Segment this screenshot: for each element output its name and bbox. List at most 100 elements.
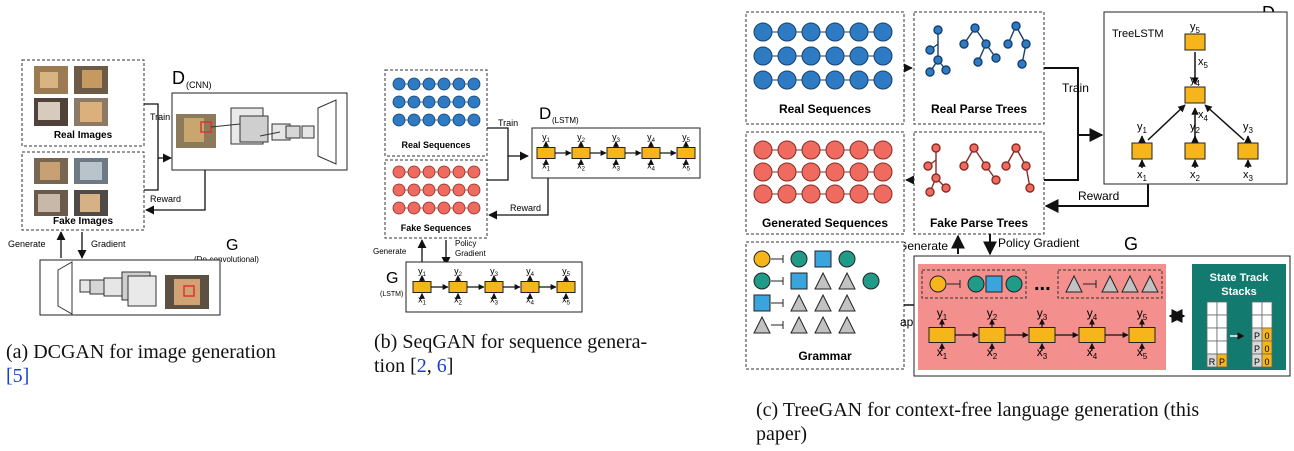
lstm-input-label: x1 xyxy=(937,345,948,361)
train-join-b xyxy=(487,156,509,181)
lstm-output-label: y1 xyxy=(418,266,427,278)
train-join-c xyxy=(1044,135,1079,181)
tree-y3: y3 xyxy=(1243,121,1254,135)
lstm-output-label: y2 xyxy=(577,132,586,144)
caption-c-text: (c) TreeGAN for context-free language ge… xyxy=(756,399,1200,421)
rule-box-1 xyxy=(921,269,1027,299)
caption-b-sep: , xyxy=(426,355,437,377)
stack-right-p2: P xyxy=(1254,344,1260,354)
real-tree-graphic xyxy=(925,21,1031,77)
lstm-cell xyxy=(536,147,556,159)
lstm-input-label: x2 xyxy=(987,345,998,361)
lstm-output-label: y5 xyxy=(562,266,571,278)
train-arrow-b xyxy=(487,127,529,161)
deconv-graphic xyxy=(57,261,209,315)
tree-y1: y1 xyxy=(1137,121,1148,135)
lstm-output-label: y1 xyxy=(542,132,551,144)
lstm-input-label: x4 xyxy=(1087,345,1098,361)
lstm-cell xyxy=(676,147,696,159)
fake-images-label: Fake Images xyxy=(53,216,113,227)
stack-cell-p-left: P xyxy=(1219,357,1225,367)
tree-x3: x3 xyxy=(1243,169,1254,183)
lstm-output-label: y5 xyxy=(682,132,691,144)
stack-right-p3: P xyxy=(1254,357,1260,367)
lstm-output-label: y4 xyxy=(1087,306,1098,322)
generate-label-a: Generate xyxy=(8,239,46,249)
lstm-cell xyxy=(556,281,576,293)
generated-sequences-label: Generated Sequences xyxy=(762,216,888,230)
generate-label-c: Generate xyxy=(898,239,948,253)
fake-sequences-label-b: Fake Sequences xyxy=(401,223,472,233)
tree-x5: x5 xyxy=(1198,56,1209,70)
grammar-rules xyxy=(753,250,880,334)
stack-cell-r: R xyxy=(1209,357,1216,367)
panel-b: Real Sequences Fake Sequences D (LSTM) T… xyxy=(373,69,579,298)
g-label-a: G xyxy=(226,237,238,254)
lstm-cell xyxy=(484,281,504,293)
stack-right-p1: P xyxy=(1254,331,1260,341)
g-sub-b: (LSTM) xyxy=(380,291,403,298)
stack-right-0-2: 0 xyxy=(1264,344,1269,354)
lstm-input-label: x5 xyxy=(1137,345,1148,361)
fake-tree-graphic xyxy=(923,143,1035,197)
lstm-input-label: x4 xyxy=(647,160,656,172)
real-seq-dots-c xyxy=(753,22,893,90)
reward-arrow-a xyxy=(145,170,206,215)
lstm-cell xyxy=(1028,327,1056,343)
d-label-b: D xyxy=(539,104,551,123)
generate-label-b: Generate xyxy=(373,247,407,256)
d-sub: (CNN) xyxy=(186,80,212,90)
lstm-input-label: x1 xyxy=(542,160,551,172)
stacks-label: Stacks xyxy=(1221,286,1256,298)
reward-arrow-c xyxy=(1044,184,1149,213)
caption-b: (b) SeqGAN for sequence genera- tion [2,… xyxy=(374,330,647,378)
rule-2-shapes xyxy=(1065,274,1159,293)
lstm-input-label: x5 xyxy=(562,294,571,306)
gradient-label-a: Gradient xyxy=(91,239,126,249)
g-label-b: G xyxy=(386,270,398,287)
train-arrow-c xyxy=(1044,67,1104,142)
reward-label-c: Reward xyxy=(1078,189,1119,203)
lstm-output-label: y3 xyxy=(612,132,621,144)
d-sub-b: (LSTM) xyxy=(552,116,579,125)
real-sequences-label-b: Real Sequences xyxy=(401,140,470,150)
treelstm-cells xyxy=(1131,33,1259,160)
grammar-label: Grammar xyxy=(798,349,852,363)
train-arrow-a-bottom xyxy=(144,158,159,191)
lstm-input-label: x3 xyxy=(612,160,621,172)
lstm-cell xyxy=(571,147,591,159)
lstm-output-label: y2 xyxy=(987,306,998,322)
reward-arrow-b xyxy=(488,178,549,220)
train-arrow-a-top xyxy=(144,103,172,163)
lstm-output-label: y3 xyxy=(1037,306,1048,322)
gradient-label-b: Gradient xyxy=(455,249,486,258)
caption-b-text: (b) SeqGAN for sequence genera- xyxy=(374,331,648,353)
d-label: D xyxy=(172,68,185,88)
stack-right-0-1: 0 xyxy=(1264,331,1269,341)
tree-y4: y4 xyxy=(1190,74,1201,88)
rule-box-2 xyxy=(1057,269,1163,299)
stack-right-0-3: 0 xyxy=(1264,357,1269,367)
real-trees-label: Real Parse Trees xyxy=(931,102,1027,116)
reward-label-a: Reward xyxy=(150,194,181,204)
caption-b-text2: tion [ xyxy=(374,355,417,377)
lstm-input-label: x2 xyxy=(577,160,586,172)
rule-1-shapes xyxy=(929,275,1023,293)
lstm-cell xyxy=(520,281,540,293)
caption-c-text2: paper) xyxy=(756,423,808,445)
train-label-c: Train xyxy=(1062,81,1089,95)
lstm-cell xyxy=(1128,327,1156,343)
generator-lstm-area xyxy=(918,264,1166,370)
fake-trees-label: Fake Parse Trees xyxy=(930,216,1028,230)
lstm-input-label: x2 xyxy=(454,294,463,306)
fake-image-thumbs xyxy=(34,158,108,216)
tree-x4: x4 xyxy=(1198,109,1209,123)
lstm-output-label: y1 xyxy=(937,306,948,322)
caption-b-ref2: 6 xyxy=(436,355,447,377)
caption-c: (c) TreeGAN for context-free language ge… xyxy=(756,398,1199,446)
real-images-label: Real Images xyxy=(54,130,113,141)
